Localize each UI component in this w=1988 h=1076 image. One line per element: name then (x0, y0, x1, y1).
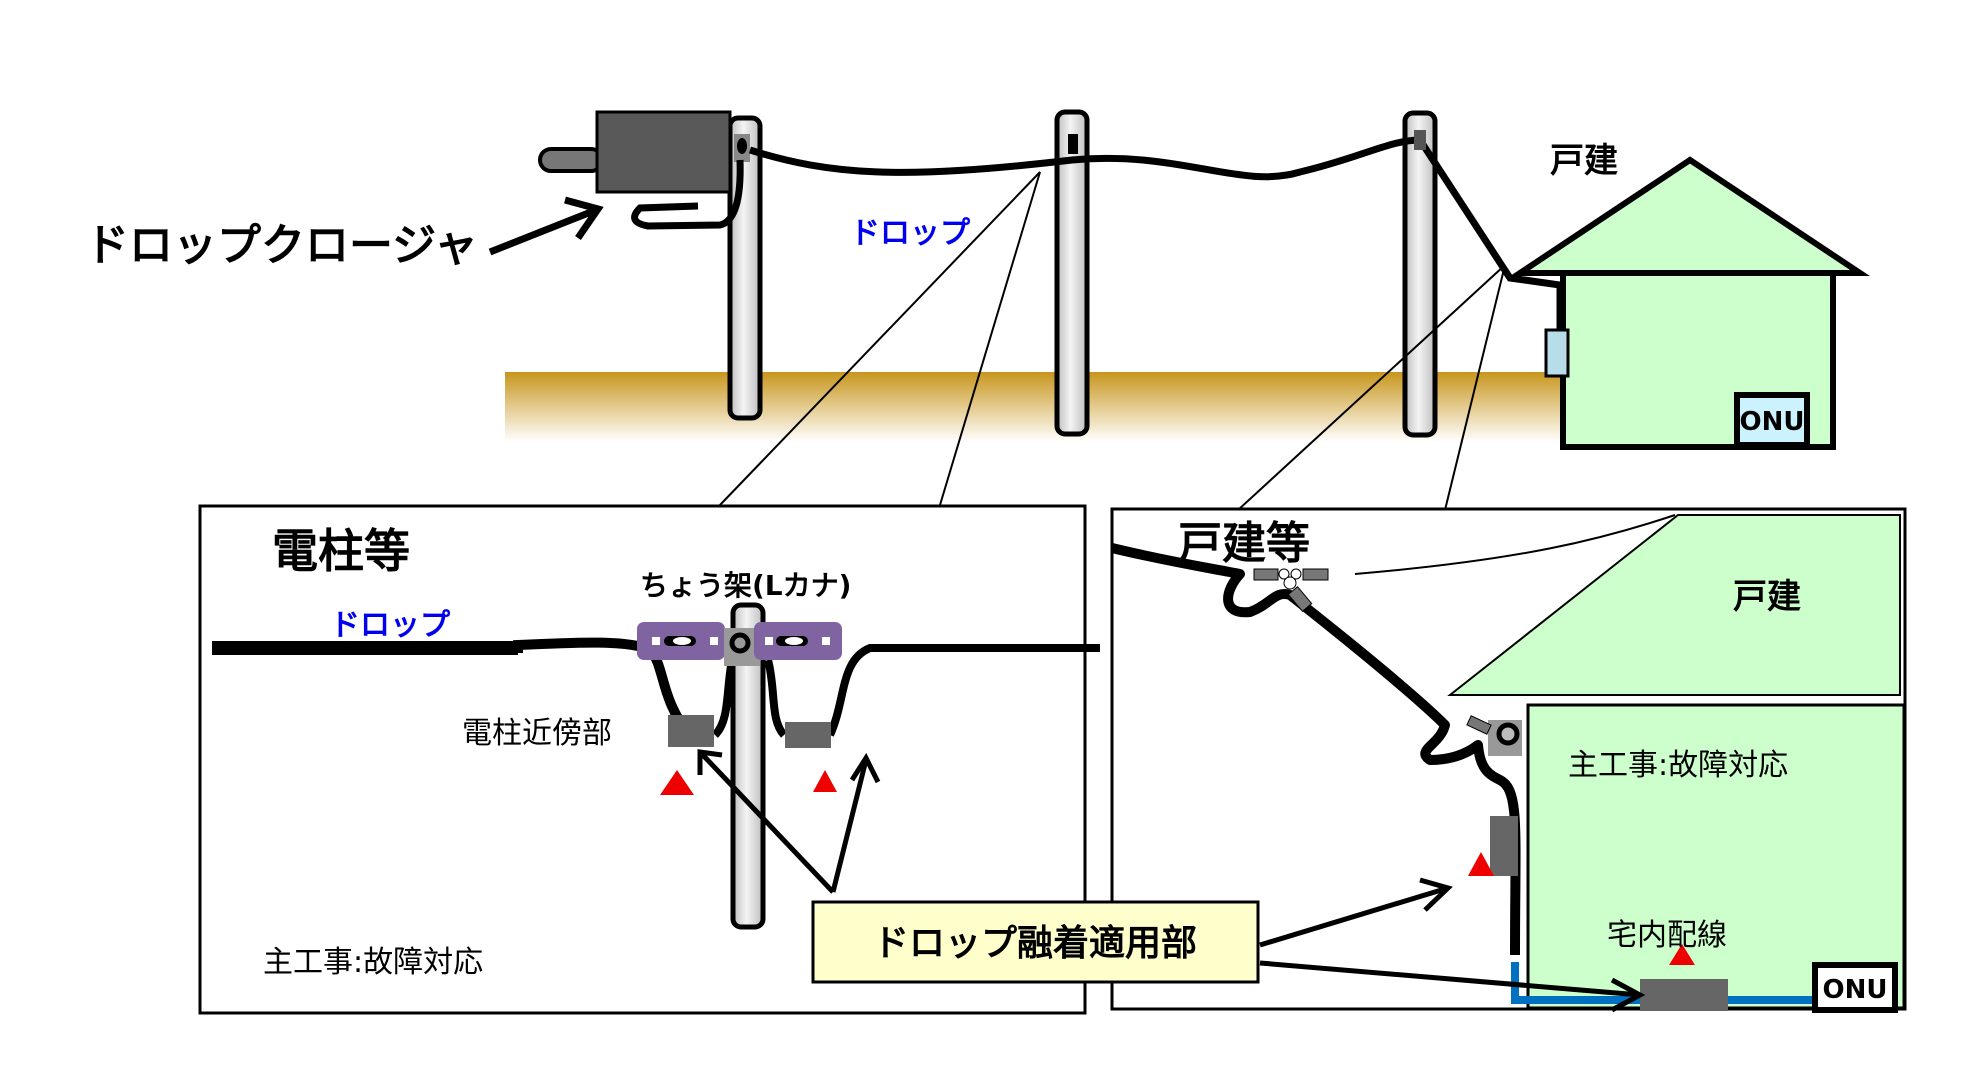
callout-arrows-right (1259, 877, 1646, 1013)
house: ONU (1510, 156, 1870, 450)
utility-pole-3 (1402, 110, 1438, 438)
pole-work-label: 主工事:故障対応 (263, 945, 483, 980)
detail-pole (730, 602, 766, 930)
clamp-label: ちょう架(Lカナ) (640, 569, 851, 602)
splice-point-indoor (1640, 979, 1728, 1011)
drop-cable-aerial (748, 136, 1564, 335)
onu-detail-label: ONU (1823, 975, 1888, 1005)
closure-arrow (488, 196, 604, 256)
house-detail-panel: 戸建等 戸建 ONU 主工事:故障対応 宅内配線 (1110, 507, 1907, 1013)
clamp-messenger (1253, 568, 1329, 612)
onu-label: ONU (1740, 407, 1805, 437)
callout-arrows-left (697, 749, 881, 894)
marker-triangle (660, 770, 694, 795)
drop-closure (538, 110, 750, 230)
overview-drop-label: ドロップ (850, 216, 971, 251)
splice-point-right (785, 722, 831, 748)
house-panel-title: 戸建等 (1178, 518, 1310, 569)
zoom-lead-lines (719, 171, 1506, 511)
overview-scene: ONU ドロップクロージャ ドロップ 戸建 (85, 109, 1870, 511)
clamp-left (637, 622, 725, 660)
onu-box (1734, 392, 1810, 448)
clamp-hook (729, 632, 751, 654)
utility-pole-2 (1054, 109, 1090, 437)
marker-triangle (813, 770, 837, 792)
utility-pole-1 (727, 115, 763, 421)
marker-triangle (1669, 944, 1695, 965)
splice-point-left (668, 715, 714, 747)
marker-triangle (1468, 852, 1494, 876)
indoor-cable (1511, 962, 1845, 1004)
house-drop-cable (1110, 543, 1521, 956)
callout-label: ドロップ融着適用部 (873, 923, 1197, 964)
onu-box-detail (1812, 962, 1898, 1013)
house-panel-house-label: 戸建 (1733, 577, 1801, 617)
fusion-callout: ドロップ融着適用部 (811, 877, 1646, 1013)
near-pole-label: 電柱近傍部 (462, 716, 612, 751)
indoor-wiring-label: 宅内配線 (1607, 918, 1727, 953)
house-work-label: 主工事:故障対応 (1568, 748, 1788, 783)
house-wall-hook (1466, 715, 1522, 756)
overview-house-label: 戸建 (1550, 141, 1618, 181)
clamp-right (754, 622, 842, 660)
pole-drop-label: ドロップ (330, 608, 451, 643)
closure-label: ドロップクロージャ (85, 220, 478, 271)
pole-panel-title: 電柱等 (272, 524, 410, 578)
splice-point-outdoor (1490, 816, 1518, 876)
